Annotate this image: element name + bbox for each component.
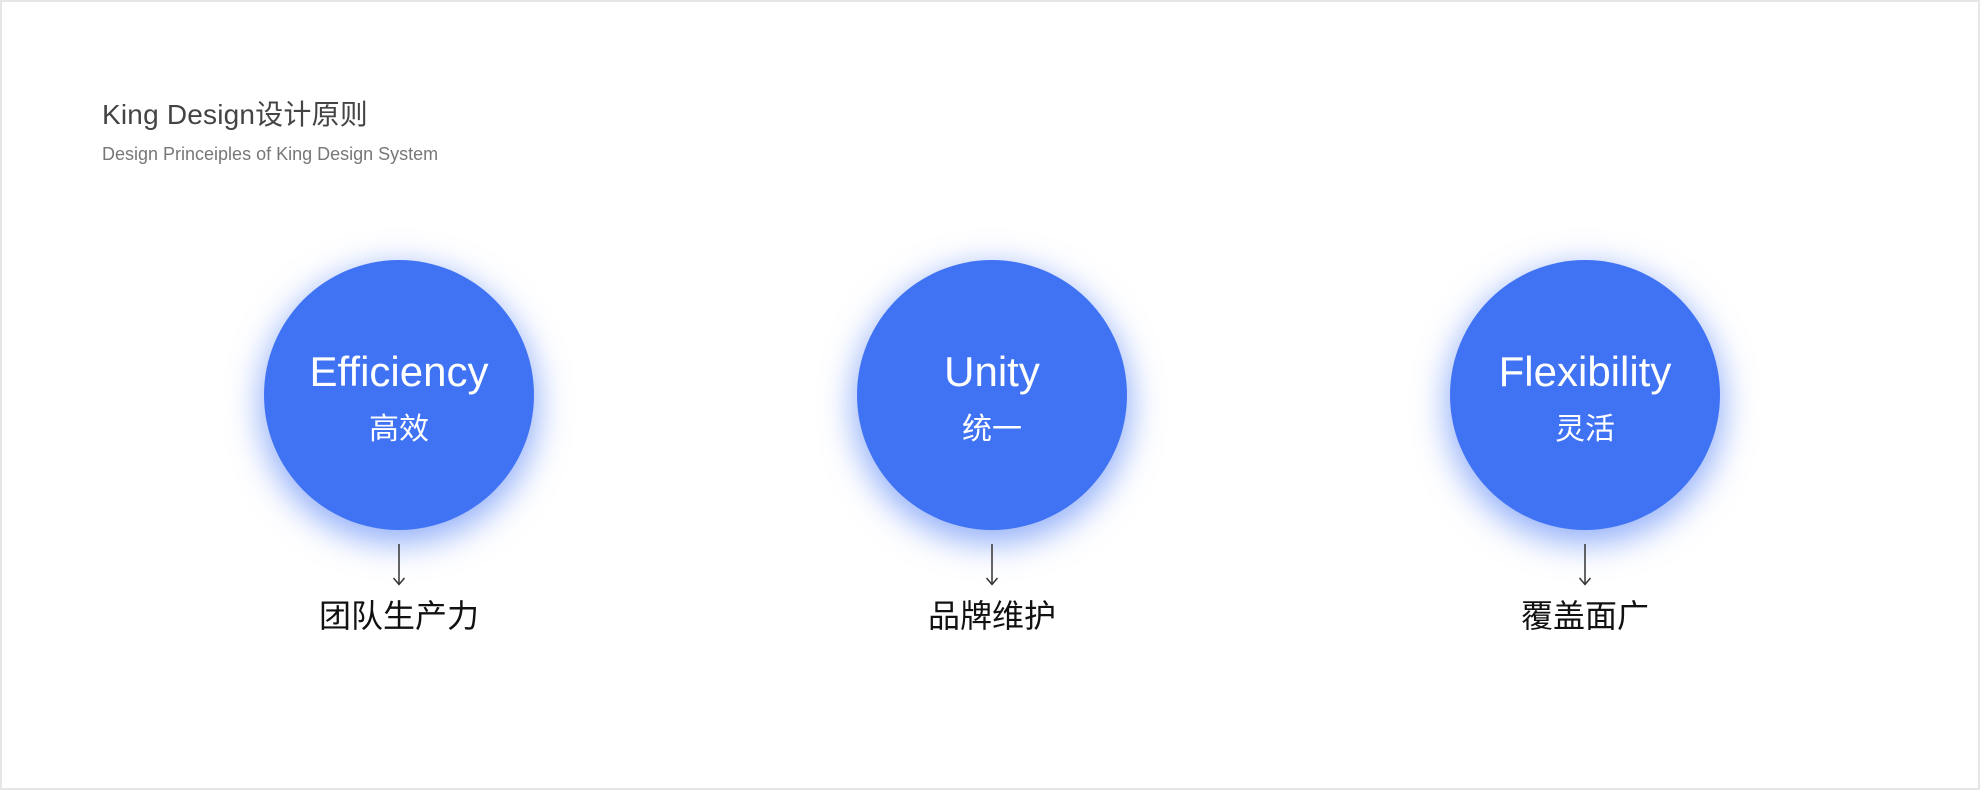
principle-efficiency: Efficiency 高效 团队生产力 [264, 260, 534, 660]
principle-outcome: 团队生产力 [318, 598, 479, 634]
principle-name-en: Efficiency [309, 348, 489, 395]
principle-outcome: 覆盖面广 [1520, 598, 1649, 634]
principle-name-en: Unity [944, 348, 1040, 395]
arrow-down-icon [392, 544, 406, 586]
principle-name-zh: 高效 [369, 413, 429, 446]
principle-name-en: Flexibility [1498, 348, 1672, 395]
principle-unity: Unity 统一 品牌维护 [857, 260, 1127, 660]
principle-outcome: 品牌维护 [927, 598, 1056, 634]
principle-circle: Efficiency 高效 [264, 260, 534, 530]
page-title: King Design设计原则 [102, 99, 368, 130]
principle-flexibility: Flexibility 灵活 覆盖面广 [1450, 260, 1720, 660]
arrow-down-icon [985, 544, 999, 586]
principle-name-zh: 灵活 [1555, 413, 1615, 446]
page-subtitle: Design Princeiples of King Design System [102, 144, 439, 164]
principle-circle: Flexibility 灵活 [1450, 260, 1720, 530]
arrow-down-icon [1578, 544, 1592, 586]
principle-name-zh: 统一 [962, 413, 1022, 446]
principle-circle: Unity 统一 [857, 260, 1127, 530]
